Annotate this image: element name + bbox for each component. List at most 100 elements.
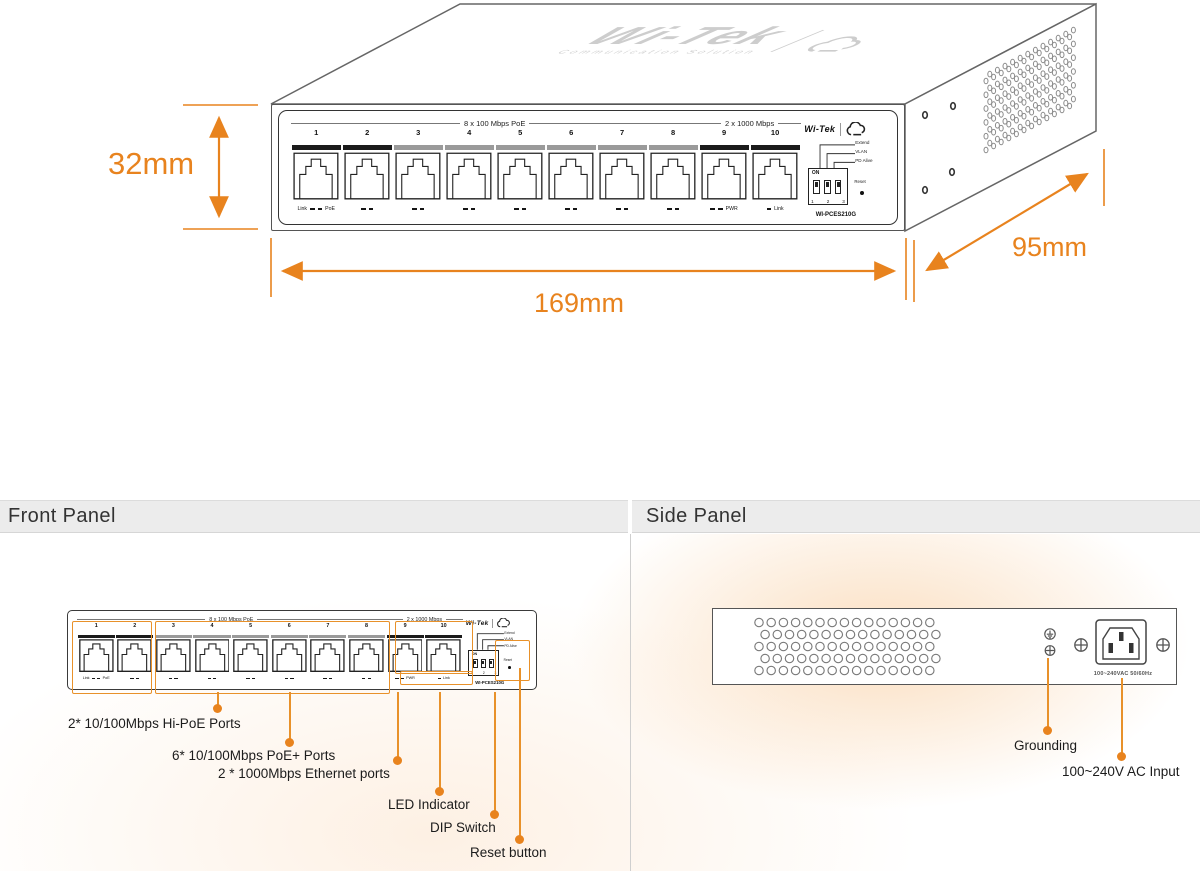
rj45-port (117, 639, 152, 672)
port-number: 3 (171, 622, 175, 629)
port-number: 8 (364, 622, 368, 629)
led-dash (362, 677, 366, 680)
led-dash (623, 207, 629, 210)
led-dash (130, 677, 134, 680)
port-led-row (341, 204, 394, 214)
dip-switch (834, 180, 842, 195)
dip-function-label: Extend (504, 630, 515, 635)
group-label-text: 2 x 1000 Mbps (725, 118, 775, 128)
dip-function-label: Extend (855, 139, 870, 145)
led-label: PWR (406, 676, 415, 681)
callout-dot-hipoe (213, 704, 222, 713)
led-dash (521, 207, 527, 210)
led-label: PWR (725, 205, 738, 212)
led-dash (328, 677, 333, 680)
port-number: 1 (94, 622, 98, 629)
led-dash (463, 207, 468, 210)
dip-switch (480, 658, 486, 669)
group-rule (529, 122, 699, 124)
group-rule (257, 619, 386, 621)
callout-line-ac-input (1121, 678, 1123, 754)
led-dash (400, 677, 404, 680)
port-strip (597, 145, 647, 151)
gigabit-ports-highlight-box (395, 621, 473, 674)
callout-dot-led (435, 787, 444, 796)
port-number: 5 (249, 622, 253, 629)
port-number: 9 (403, 622, 407, 629)
callout-label-gigabit: 2 * 1000Mbps Ethernet ports (218, 766, 390, 781)
port-led-row (392, 204, 445, 214)
led-dash (174, 677, 178, 680)
port-cell: 4 (444, 128, 495, 214)
port-led-row (192, 675, 232, 682)
dip-connector-lines (813, 141, 855, 168)
port-strip (77, 634, 115, 639)
led-dash (284, 677, 289, 680)
port-number: 9 (722, 127, 727, 137)
callout-dot-grounding (1043, 726, 1052, 735)
section-divider (630, 534, 631, 871)
led-label: Link (82, 676, 90, 681)
dip-switch-nub (815, 182, 819, 188)
port-led-row (647, 204, 700, 214)
dip-switch (488, 658, 494, 669)
rj45-port (395, 152, 441, 200)
port-number: 8 (671, 127, 676, 137)
cloud-icon (845, 121, 868, 138)
reset-label: Reset (503, 658, 512, 663)
port-group-label: 2 x 1000 Mbps (385, 615, 463, 624)
port-led-row: PWR (385, 675, 425, 682)
callout-dot-gigabit (393, 756, 402, 765)
top-face-logo: Wi-Tek Communication Solution (554, 23, 902, 55)
port-led-row (308, 675, 348, 682)
dip-on-label: ON (471, 651, 478, 656)
port-number: 3 (416, 127, 421, 137)
led-dash (674, 207, 680, 210)
port-strip (270, 634, 308, 639)
callout-dot-ac-input (1117, 752, 1126, 761)
port-led-row (115, 675, 155, 682)
led-dash (616, 207, 621, 210)
port-number: 5 (518, 127, 523, 137)
callout-label-grounding: Grounding (1014, 738, 1078, 753)
port-strip (232, 634, 270, 639)
rj45-port (79, 639, 114, 672)
hipoe-ports-highlight-box (72, 621, 152, 694)
led-dash (169, 677, 173, 680)
port-number: 2 (365, 127, 370, 137)
lower-section-background (0, 534, 1200, 871)
chassis-screw-left (1074, 638, 1088, 652)
callout-line-reset (519, 668, 521, 837)
grounding-symbol (1044, 628, 1056, 640)
dip-switch (813, 180, 820, 195)
rj45-port (497, 152, 543, 200)
led-label: Link (442, 676, 450, 681)
dip-number: 2 (826, 198, 830, 204)
group-label-text: 2 x 1000 Mbps (406, 616, 443, 623)
side-panel-graphics (754, 617, 1170, 676)
led-dash (395, 677, 399, 680)
group-rule (698, 122, 721, 124)
dimension-depth-label: 95mm (1012, 232, 1088, 262)
callout-label-ac-input: 100~240V AC Input (1062, 764, 1180, 779)
callout-line-hipoe (217, 692, 219, 706)
port-cell: 4 (193, 623, 232, 682)
port-number: 4 (467, 127, 472, 137)
led-dash (412, 207, 417, 210)
group-rule (76, 619, 206, 621)
chassis-screw-right (1156, 638, 1170, 652)
port-strip (648, 145, 698, 151)
callout-label-poe: 6* 10/100Mbps PoE+ Ports (172, 748, 336, 763)
port-led-row (231, 675, 271, 682)
side-panel-drawing: 100~240VAC 50/60Hz (712, 608, 1177, 685)
port-cell: 8 (648, 128, 699, 214)
led-dash (251, 677, 255, 680)
